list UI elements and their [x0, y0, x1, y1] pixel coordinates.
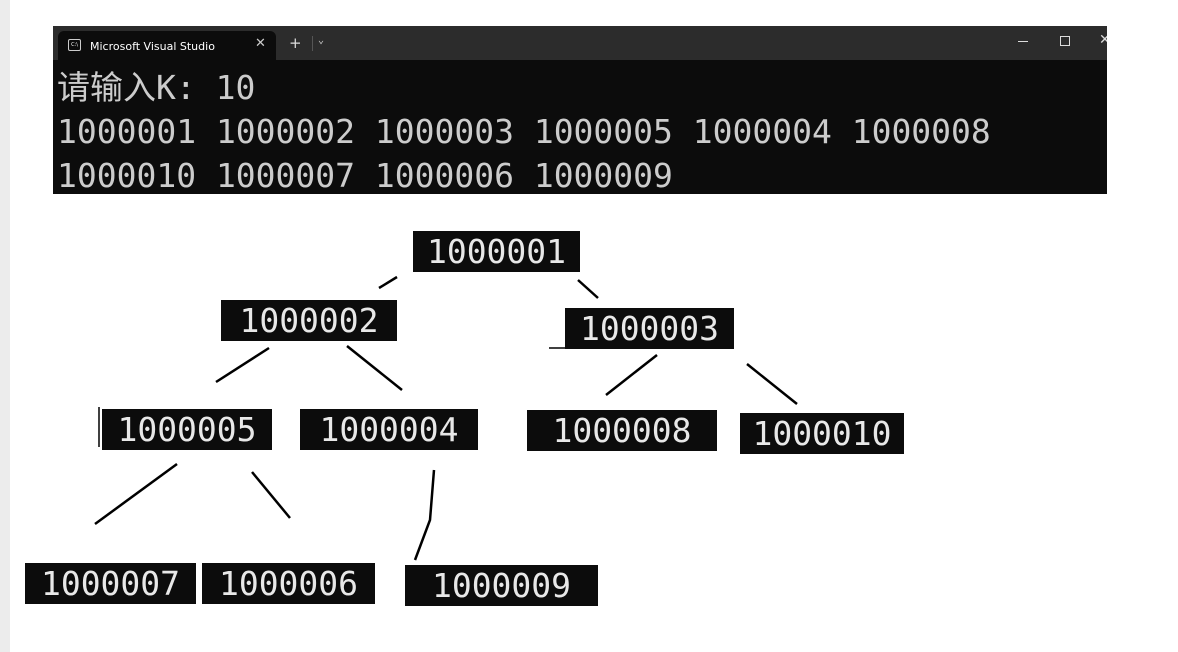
edge	[94, 462, 178, 526]
edge	[346, 345, 403, 391]
console-line: 1000001 1000002 1000003 1000005 1000004 …	[57, 112, 991, 151]
edge	[378, 275, 398, 290]
left-border	[0, 0, 10, 652]
new-tab-button[interactable]: +	[289, 34, 302, 52]
tree-node: 1000008	[527, 410, 717, 451]
edge	[413, 469, 436, 561]
console-line: 请输入K: 10	[57, 68, 256, 107]
tree-node: 1000009	[405, 565, 598, 606]
tree-node: 1000006	[202, 563, 375, 604]
tree-node: 1000001	[413, 231, 580, 272]
maximize-icon[interactable]	[1060, 36, 1070, 46]
title-bar: C:\ Microsoft Visual Studio 调试控 ✕ + ⌄ ✕	[53, 26, 1107, 60]
edge	[605, 354, 658, 396]
console-line: 1000010 1000007 1000006 1000009	[57, 156, 673, 194]
tree-node: 1000010	[740, 413, 904, 454]
console-window: C:\ Microsoft Visual Studio 调试控 ✕ + ⌄ ✕ …	[53, 26, 1107, 194]
tree-node: 1000004	[300, 409, 478, 450]
minimize-icon[interactable]	[1018, 41, 1028, 42]
console-icon: C:\	[68, 39, 81, 51]
edge	[746, 363, 798, 405]
tree-node: 1000003	[565, 308, 734, 349]
edge	[577, 279, 599, 299]
edge	[251, 471, 291, 519]
close-tab-icon[interactable]: ✕	[255, 36, 266, 51]
divider	[312, 36, 313, 51]
close-window-icon[interactable]: ✕	[1099, 32, 1107, 48]
chevron-down-icon[interactable]: ⌄	[318, 35, 325, 46]
tree-node: 1000007	[25, 563, 196, 604]
tab-title: Microsoft Visual Studio 调试控	[90, 40, 215, 53]
tree-node: 1000002	[221, 300, 397, 341]
tree-node: 1000005	[102, 409, 272, 450]
console-tab[interactable]: C:\ Microsoft Visual Studio 调试控 ✕	[58, 31, 276, 60]
edge	[215, 346, 270, 384]
